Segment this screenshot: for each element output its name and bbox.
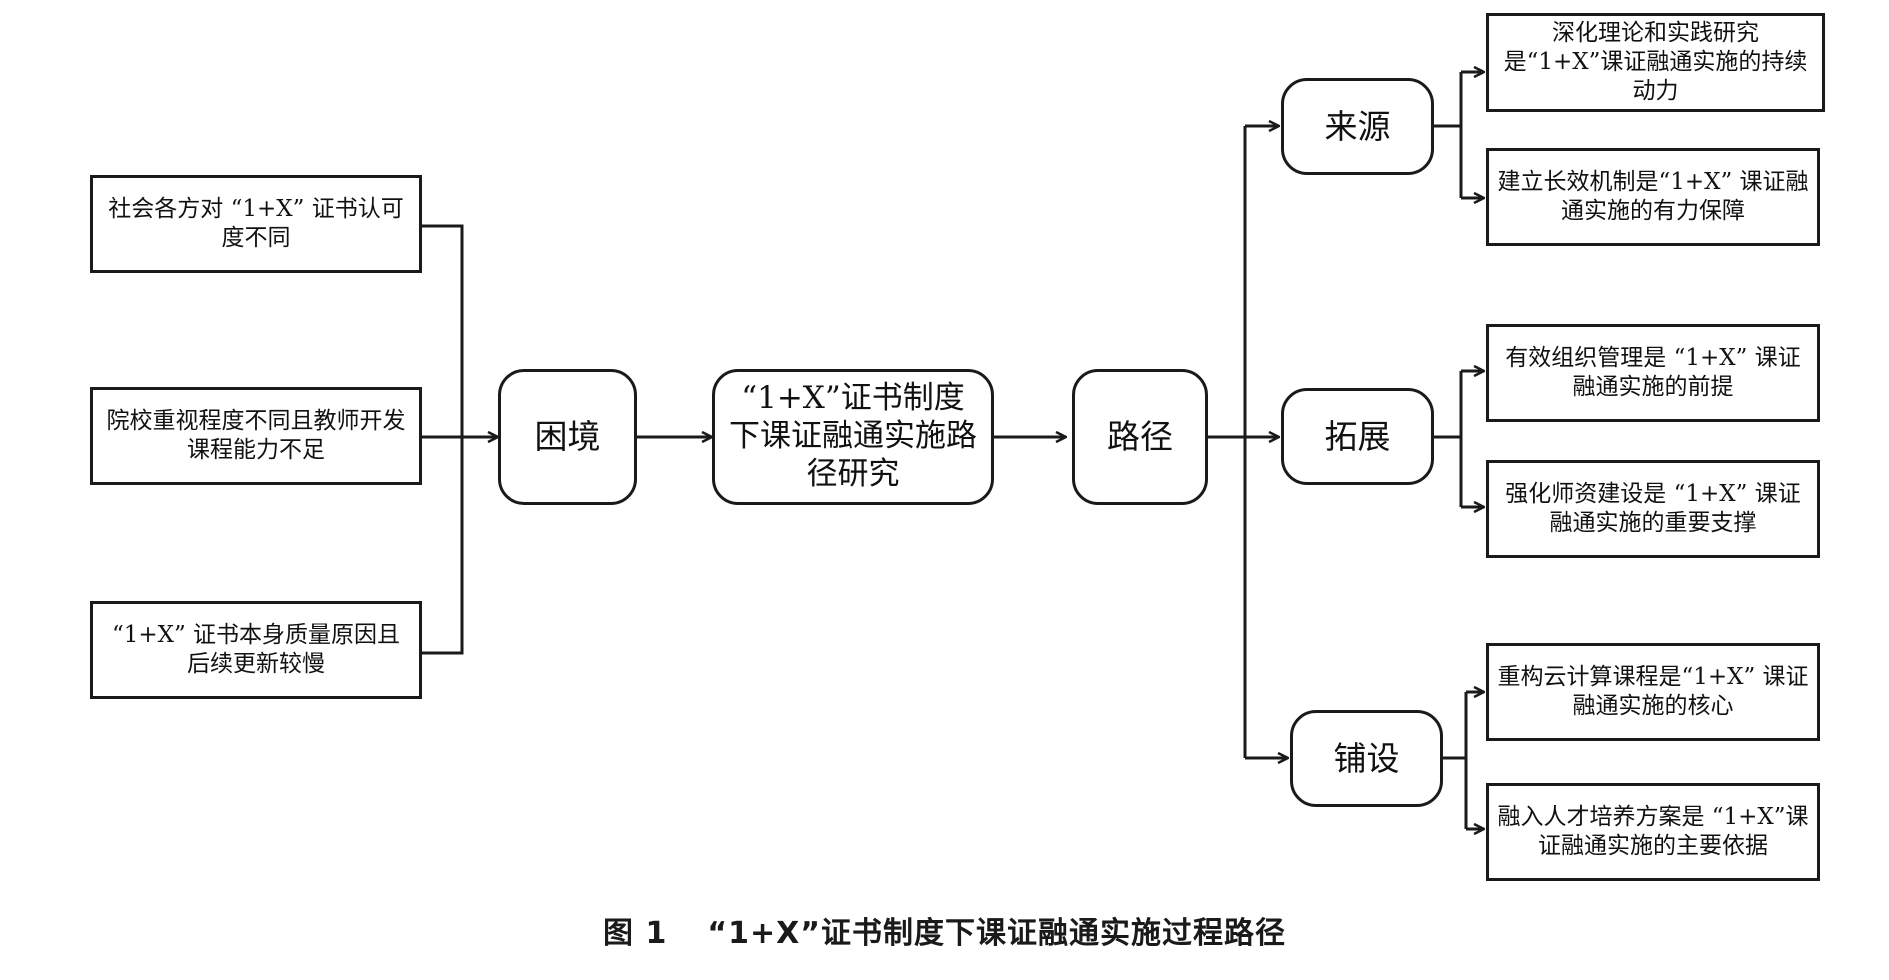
center-topic: “1+X”证书制度下课证融通实施路径研究	[712, 369, 994, 505]
connector-dilemma-3	[421, 437, 464, 655]
branch-1-item-1: 深化理论和实践研究是“1+X”课证融通实施的持续动力	[1486, 13, 1825, 112]
path-hub-label: 路径	[1107, 417, 1173, 457]
dilemma-box-1: 社会各方对 “1+X” 证书认可度不同	[90, 175, 422, 273]
center-topic-text: “1+X”证书制度下课证融通实施路径研究	[729, 380, 977, 492]
connector-branch-1	[1434, 72, 1463, 128]
branch-label-3: 铺设	[1333, 738, 1400, 778]
dilemma-box-3: “1+X” 证书本身质量原因且后续更新较慢	[90, 601, 422, 699]
path-hub: 路径	[1072, 369, 1208, 505]
dilemma-hub-label: 困境	[534, 417, 601, 457]
branch-3-item-2-text: 融入人才培养方案是 “1+X”课证融通实施的主要依据	[1497, 804, 1809, 859]
connector-dilemma-1	[421, 224, 464, 437]
branch-node-2: 拓展	[1281, 388, 1434, 485]
dilemma-text-1: 社会各方对 “1+X” 证书认可度不同	[108, 196, 404, 251]
branch-2-item-1: 有效组织管理是 “1+X” 课证融通实施的前提	[1486, 324, 1820, 422]
branch-3-item-2: 融入人才培养方案是 “1+X”课证融通实施的主要依据	[1486, 783, 1820, 881]
connector-branch-3	[1443, 692, 1468, 760]
branch-1-item-1-text: 深化理论和实践研究是“1+X”课证融通实施的持续动力	[1503, 20, 1808, 104]
branch-node-1: 来源	[1281, 78, 1434, 175]
branch-label-2: 拓展	[1324, 416, 1391, 456]
branch-2-item-2: 强化师资建设是 “1+X” 课证融通实施的重要支撑	[1486, 460, 1820, 558]
dilemma-hub: 困境	[498, 369, 637, 505]
dilemma-box-2: 院校重视程度不同且教师开发课程能力不足	[90, 387, 422, 485]
branch-2-item-2-text: 强化师资建设是 “1+X” 课证融通实施的重要支撑	[1505, 481, 1801, 536]
branch-2-item-1-text: 有效组织管理是 “1+X” 课证融通实施的前提	[1505, 345, 1801, 400]
figure-number: 图 1	[603, 916, 668, 951]
connector-branch-2	[1434, 371, 1463, 439]
figure-title: “1+X”证书制度下课证融通实施过程路径	[707, 916, 1286, 951]
branch-3-item-1: 重构云计算课程是“1+X” 课证融通实施的核心	[1486, 643, 1820, 741]
figure-caption: 图 1 “1+X”证书制度下课证融通实施过程路径	[0, 908, 1889, 952]
branch-1-item-2-text: 建立长效机制是“1+X” 课证融通实施的有力保障	[1497, 169, 1809, 224]
branch-node-3: 铺设	[1290, 710, 1443, 807]
dilemma-text-2: 院校重视程度不同且教师开发课程能力不足	[106, 408, 406, 463]
branch-1-item-2: 建立长效机制是“1+X” 课证融通实施的有力保障	[1486, 148, 1820, 246]
branch-3-item-1-text: 重构云计算课程是“1+X” 课证融通实施的核心	[1497, 664, 1809, 719]
branch-label-1: 来源	[1324, 106, 1391, 146]
dilemma-text-3: “1+X” 证书本身质量原因且后续更新较慢	[111, 622, 401, 677]
